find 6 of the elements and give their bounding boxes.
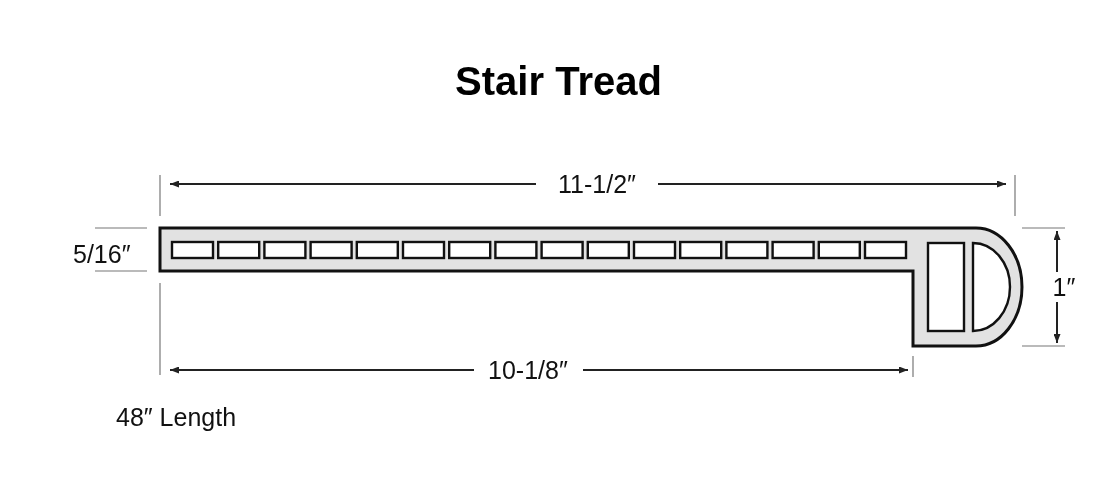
diagram-title: Stair Tread bbox=[455, 59, 662, 103]
length-note: 48″ Length bbox=[116, 403, 237, 431]
dimension-label: 5/16″ bbox=[73, 240, 131, 268]
dimension-label: 1″ bbox=[1052, 273, 1076, 301]
dimension-label: 11-1/2″ bbox=[558, 170, 636, 198]
dimension-label: 10-1/8″ bbox=[488, 356, 568, 384]
